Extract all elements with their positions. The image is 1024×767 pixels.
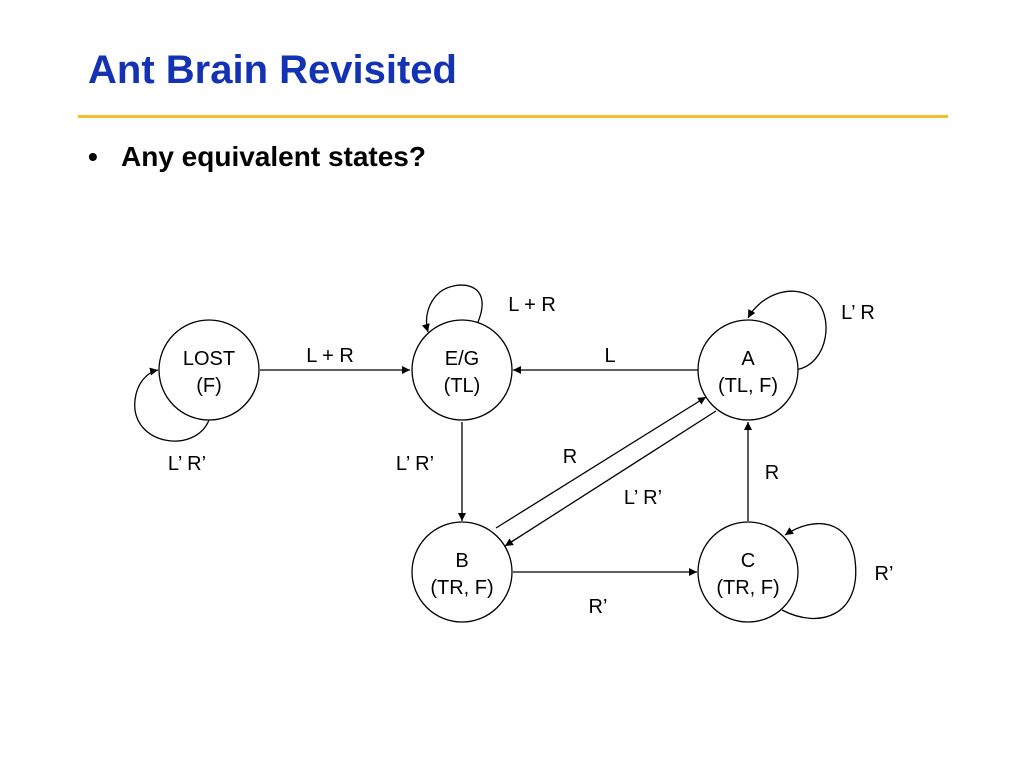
state-lost-output: (F) xyxy=(196,375,222,397)
state-a-output: (TL, F) xyxy=(718,375,778,397)
state-a-name: A xyxy=(741,348,755,370)
edge-c-self xyxy=(781,522,857,620)
label-a-self: L’ R xyxy=(841,302,875,324)
state-lost: LOST (F) xyxy=(158,319,260,421)
state-c-name: C xyxy=(741,550,755,572)
bullet-marker: • xyxy=(88,141,98,172)
state-eg: E/G (TL) xyxy=(411,319,513,421)
bullet-item: • Any equivalent states? xyxy=(88,140,426,174)
state-c-output: (TR, F) xyxy=(716,577,779,599)
edge-b-to-a xyxy=(495,396,707,529)
title-underline xyxy=(78,115,948,118)
state-c: C (TR, F) xyxy=(697,521,799,623)
state-b: B (TR, F) xyxy=(411,521,513,623)
slide-title: Ant Brain Revisited xyxy=(88,48,457,92)
state-eg-output: (TL) xyxy=(444,375,481,397)
bullet-text: Any equivalent states? xyxy=(121,141,426,172)
label-b-to-c: R’ xyxy=(589,596,608,618)
label-lost-self: L’ R’ xyxy=(168,453,206,475)
state-eg-name: E/G xyxy=(445,348,479,370)
edge-a-to-b xyxy=(504,410,717,547)
label-eg-self: L + R xyxy=(508,294,556,316)
label-a-to-b: L’ R’ xyxy=(624,487,662,509)
edge-eg-self xyxy=(421,284,483,333)
label-c-self: R’ xyxy=(875,563,894,585)
label-c-to-a: R xyxy=(765,462,779,484)
label-a-to-eg: L xyxy=(604,345,615,367)
state-b-name: B xyxy=(455,550,468,572)
state-a: A (TL, F) xyxy=(697,319,799,421)
label-eg-to-b: L’ R’ xyxy=(396,453,434,475)
edge-a-self xyxy=(747,290,827,371)
state-b-output: (TR, F) xyxy=(430,577,493,599)
label-lost-to-eg: L + R xyxy=(306,345,354,367)
edge-lost-self xyxy=(134,367,210,442)
state-lost-name: LOST xyxy=(183,348,235,370)
label-b-to-a: R xyxy=(563,446,577,468)
